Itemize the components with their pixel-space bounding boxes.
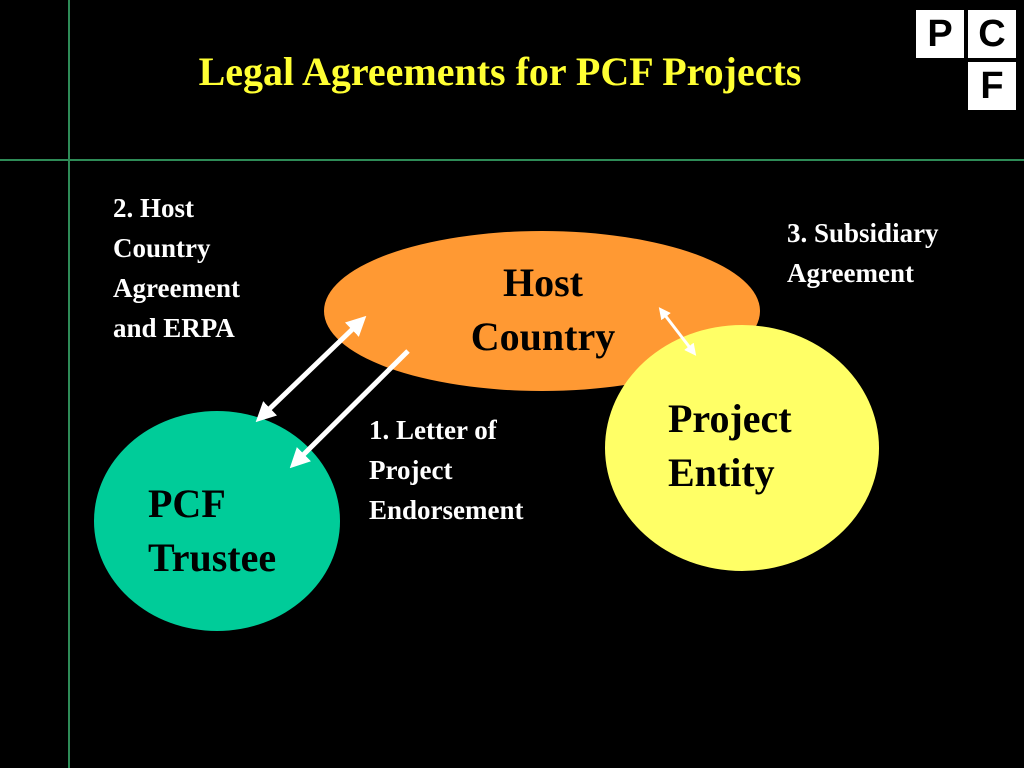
host-country-ellipse: [324, 231, 760, 391]
label-subsidiary-agreement: 3. Subsidiary Agreement: [787, 218, 939, 288]
logo-letter-c: C: [968, 10, 1016, 58]
double-arrow-subsidiary-agreement: [658, 307, 697, 356]
horizontal-rule-line: [0, 159, 1024, 161]
project-entity-circle: [605, 325, 879, 571]
pcf-trustee-node-label: PCF Trustee: [148, 481, 277, 580]
pcf-trustee-circle: [94, 411, 340, 631]
host-country-node-label: Host Country: [470, 260, 616, 359]
label-letter-of-endorsement: 1. Letter of Project Endorsement: [369, 415, 524, 525]
slide-title: Legal Agreements for PCF Projects: [198, 49, 802, 94]
project-entity-node-label: Project Entity: [668, 396, 792, 495]
label-host-country-agreement: 2. Host Country Agreement and ERPA: [113, 193, 240, 343]
vertical-rule-line: [68, 0, 70, 768]
logo-letter-p: P: [916, 10, 964, 58]
logo-letter-f: F: [968, 62, 1016, 110]
pcf-logo: P C F: [914, 8, 1018, 112]
arrow-letter-of-endorsement: [289, 349, 410, 469]
double-arrow-host-agreement: [255, 315, 367, 423]
